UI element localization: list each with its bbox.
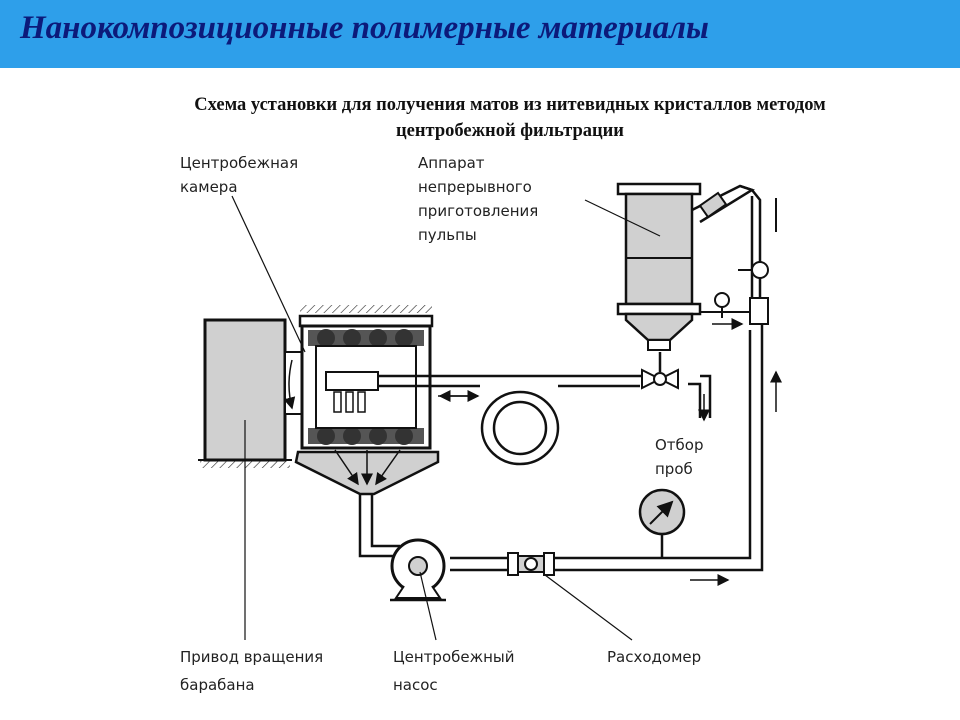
valve — [641, 352, 710, 422]
svg-text:насос: насос — [393, 676, 438, 694]
page-title: Нанокомпозиционные полимерные материалы — [20, 10, 709, 46]
flow-meter — [507, 552, 730, 586]
svg-text:камера: камера — [180, 178, 238, 196]
svg-text:Привод вращения: Привод вращения — [180, 648, 323, 666]
label-centrifugal-pump: Центробежный насос — [393, 648, 515, 694]
label-centrifugal-chamber: Центробежная камера — [180, 154, 298, 196]
pulp-apparatus — [616, 182, 782, 412]
diagram-caption: Схема установки для получения матов из н… — [100, 92, 920, 144]
label-drum-drive: Привод вращения барабана — [180, 648, 323, 694]
label-sampling: Отбор проб — [655, 436, 704, 478]
leader-lines — [231, 195, 661, 641]
svg-text:барабана: барабана — [180, 676, 255, 694]
caption-line-1: Схема установки для получения матов из н… — [194, 95, 826, 115]
drum-drive-motor — [198, 318, 308, 468]
svg-text:Центробежная: Центробежная — [180, 154, 298, 172]
centrifugal-pump — [390, 538, 446, 602]
svg-text:проб: проб — [655, 460, 693, 478]
caption-line-2: центробежной фильтрации — [396, 121, 624, 141]
svg-text:непрерывного: непрерывного — [418, 178, 532, 196]
svg-text:Аппарат: Аппарат — [418, 154, 485, 172]
title-bar: Нанокомпозиционные полимерные материалы — [0, 0, 960, 68]
svg-text:приготовления: приготовления — [418, 202, 538, 220]
sampling-gauge — [638, 488, 686, 558]
svg-text:пульпы: пульпы — [418, 226, 477, 244]
svg-text:Центробежный: Центробежный — [393, 648, 515, 666]
label-pulp-apparatus: Аппарат непрерывного приготовления пульп… — [418, 154, 538, 244]
svg-text:Расходомер: Расходомер — [607, 648, 701, 666]
svg-text:Отбор: Отбор — [655, 436, 704, 454]
centrifugal-chamber — [294, 305, 440, 496]
pipeline — [358, 320, 764, 572]
label-flow-meter: Расходомер — [607, 648, 701, 666]
